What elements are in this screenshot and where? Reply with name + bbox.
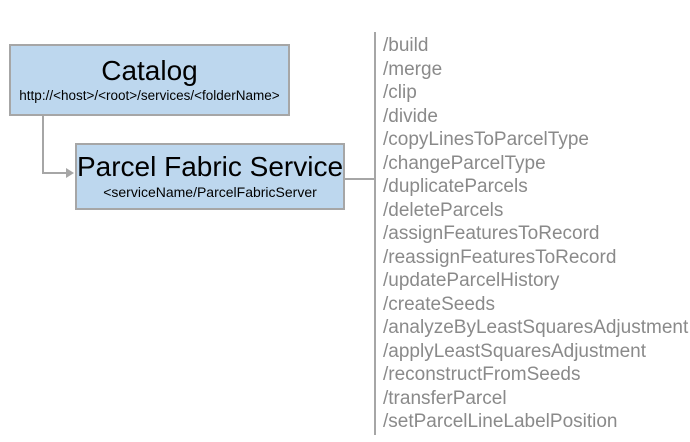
endpoint-item: /divide xyxy=(383,105,438,127)
endpoint-item: /deleteParcels xyxy=(383,199,504,221)
endpoint-list: /build/merge/clip/divide/copyLinesToParc… xyxy=(383,34,689,434)
arrow-right-icon xyxy=(66,168,74,178)
endpoint-item: /assignFeaturesToRecord xyxy=(383,223,600,244)
catalog-title: Catalog xyxy=(101,54,198,86)
endpoint-item: /clip xyxy=(383,82,417,103)
endpoint-item: /changeParcelType xyxy=(383,152,546,174)
endpoint-item: /merge xyxy=(383,58,443,80)
catalog-box: Catalog http://<host>/<root>/services/<f… xyxy=(9,44,290,116)
service-title: Parcel Fabric Service xyxy=(76,150,344,182)
endpoint-item: /applyLeastSquaresAdjustment xyxy=(383,340,646,362)
service-url: <serviceName/ParcelFabricServer xyxy=(103,184,317,201)
catalog-url: http://<host>/<root>/services/<folderNam… xyxy=(19,87,280,103)
endpoint-item: /copyLinesToParcelType xyxy=(383,129,589,150)
endpoint-item: /updateParcelHistory xyxy=(383,270,560,291)
endpoint-item: /createSeeds xyxy=(383,293,495,315)
endpoint-item: /reconstructFromSeeds xyxy=(383,364,581,385)
connector-catalog-horizontal-line xyxy=(42,172,68,174)
connector-catalog-vertical-line xyxy=(42,116,44,174)
endpoint-item: /setParcelLineLabelPosition xyxy=(383,411,618,432)
endpoint-item: /analyzeByLeastSquaresAdjustment xyxy=(383,317,689,338)
endpoint-item: /transferParcel xyxy=(383,387,507,409)
endpoint-item: /duplicateParcels xyxy=(383,176,528,197)
endpoint-item: /reassignFeaturesToRecord xyxy=(383,246,617,268)
endpoint-item: /build xyxy=(383,35,429,56)
parcel-fabric-service-box: Parcel Fabric Service <serviceName/Parce… xyxy=(75,143,345,210)
endpoints-divider-line xyxy=(374,32,376,435)
connector-service-to-endpoints-line xyxy=(345,178,375,180)
